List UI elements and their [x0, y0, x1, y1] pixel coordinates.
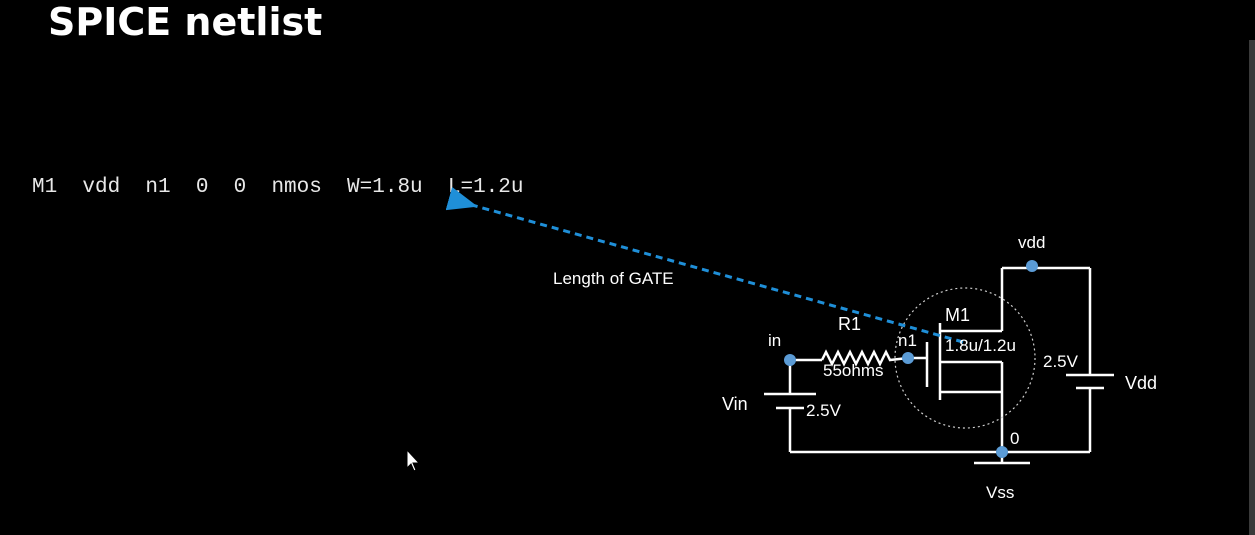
- vdd-source-name-label: Vdd: [1125, 373, 1157, 393]
- node-vdd-label: vdd: [1018, 233, 1045, 252]
- vin-source-value-label: 2.5V: [806, 401, 842, 420]
- vin-battery-symbol: [764, 392, 816, 410]
- vin-source-name-label: Vin: [722, 394, 748, 414]
- window-edge: [1249, 40, 1255, 535]
- vdd-battery-symbol: [1066, 373, 1114, 390]
- annotation-label: Length of GATE: [553, 269, 674, 288]
- gate-length-arrow: [445, 186, 964, 344]
- transistor-name-label: M1: [945, 305, 970, 325]
- slide-title: SPICE netlist: [48, 0, 323, 44]
- ground-name-label: Vss: [986, 483, 1014, 502]
- node-n1-dot: [902, 352, 914, 364]
- resistor-value-label: 55ohms: [823, 361, 883, 380]
- mouse-cursor-icon: [406, 448, 421, 472]
- node-gnd-label: 0: [1010, 429, 1019, 448]
- node-vdd-dot: [1026, 260, 1038, 272]
- resistor-name-label: R1: [838, 314, 861, 334]
- resistor-r1-symbol: [820, 349, 909, 367]
- node-n1-label: n1: [898, 331, 917, 350]
- transistor-size-label: 1.8u/1.2u: [945, 336, 1016, 355]
- node-gnd-dot: [996, 446, 1008, 458]
- node-in-label: in: [768, 331, 781, 350]
- wires: [788, 266, 1092, 454]
- vdd-source-value-label: 2.5V: [1043, 352, 1079, 371]
- node-in-dot: [784, 354, 796, 366]
- transistor-m1-outline: [894, 287, 1036, 429]
- netlist-line: M1 vdd n1 0 0 nmos W=1.8u L=1.2u: [32, 176, 524, 199]
- node-dots: [784, 260, 1038, 458]
